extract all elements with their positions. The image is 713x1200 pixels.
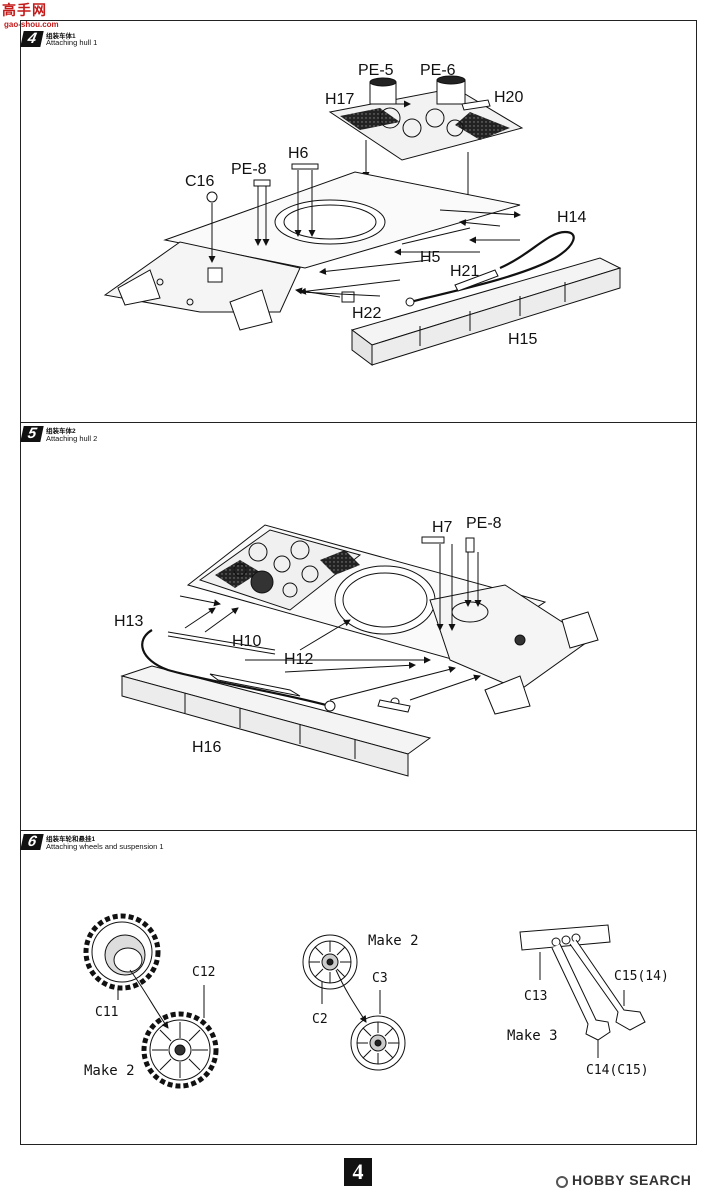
h22-part: [341, 291, 355, 303]
label-h20: H20: [494, 89, 523, 106]
road-wheel-c3: [350, 1015, 406, 1071]
label-make2-a: Make 2: [84, 1063, 135, 1079]
label-h14: H14: [557, 209, 586, 226]
h10-part: [167, 631, 276, 651]
label-h10: H10: [232, 633, 261, 650]
label-c2: C2: [312, 1012, 328, 1027]
h13-cable: [141, 629, 331, 708]
hobby-search-text: HOBBY SEARCH: [572, 1172, 692, 1188]
c16-part: [207, 267, 223, 283]
hobby-search-watermark: HOBBY SEARCH: [556, 1172, 691, 1188]
turret-ring: [274, 199, 386, 245]
h16-fender: [120, 665, 432, 755]
label-c12: C12: [192, 965, 215, 980]
label-pe8-2: PE-8: [466, 515, 502, 532]
suspension-c13: [519, 924, 611, 951]
sprocket-c12: [141, 1011, 219, 1089]
pe8-part: [253, 179, 271, 187]
h5-part: [401, 227, 471, 245]
pe6-part: [436, 79, 466, 105]
label-pe8: PE-8: [231, 161, 267, 178]
step-6-title-en: Attaching wheels and suspension 1: [46, 842, 164, 851]
h21-part: [454, 269, 499, 292]
sprocket-c11: [83, 913, 161, 991]
label-c15: C15(14): [614, 969, 669, 984]
step-4-drawing: [103, 75, 622, 366]
label-c3: C3: [372, 971, 388, 986]
label-h21: H21: [450, 263, 479, 280]
step-4-title-en: Attaching hull 1: [46, 38, 98, 47]
step-5-drawing: [120, 524, 599, 777]
label-pe6: PE-6: [420, 62, 456, 79]
page-number: 4: [344, 1158, 372, 1186]
step-5-title-cn: 组装车体2: [46, 428, 76, 435]
h20-part: [461, 99, 491, 111]
instruction-frame: [20, 20, 697, 1145]
label-h6: H6: [288, 145, 309, 162]
label-h16: H16: [192, 739, 221, 756]
suspension-arm-c14: [551, 943, 611, 1041]
label-h17: H17: [325, 91, 354, 108]
label-h13: H13: [114, 613, 143, 630]
label-c16: C16: [185, 173, 214, 190]
hobby-search-logo-icon: [556, 1176, 568, 1188]
turret-ring-2: [334, 565, 436, 635]
section-divider-1: [20, 422, 697, 423]
step-6-drawing: [83, 913, 646, 1089]
pe8-part-2: [465, 537, 475, 553]
label-c11: C11: [95, 1005, 118, 1020]
h15-fender: [350, 257, 622, 346]
suspension-arm-c15: [569, 939, 646, 1031]
label-make2-b: Make 2: [368, 933, 419, 949]
label-h5: H5: [420, 249, 441, 266]
label-c13: C13: [524, 989, 547, 1004]
h12-part: [377, 699, 411, 713]
step-6-title-cn: 组装车轮和悬挂1: [46, 836, 96, 843]
section-divider-2: [20, 830, 697, 831]
label-pe5: PE-5: [358, 62, 394, 79]
step-5-title-en: Attaching hull 2: [46, 434, 98, 443]
label-h15: H15: [508, 331, 537, 348]
h7-part: [421, 536, 445, 544]
watermark-logo: 高手网: [2, 2, 47, 18]
label-h22: H22: [352, 305, 381, 322]
step-4-title-cn: 组装车体1: [46, 33, 76, 40]
road-wheel-c2: [302, 934, 358, 990]
watermark-url: gao-shou.com: [4, 20, 59, 29]
label-h7: H7: [432, 519, 453, 536]
label-c14: C14(C15): [586, 1063, 649, 1078]
label-make3: Make 3: [507, 1028, 558, 1044]
h6-part: [291, 163, 319, 170]
label-h12: H12: [284, 651, 313, 668]
